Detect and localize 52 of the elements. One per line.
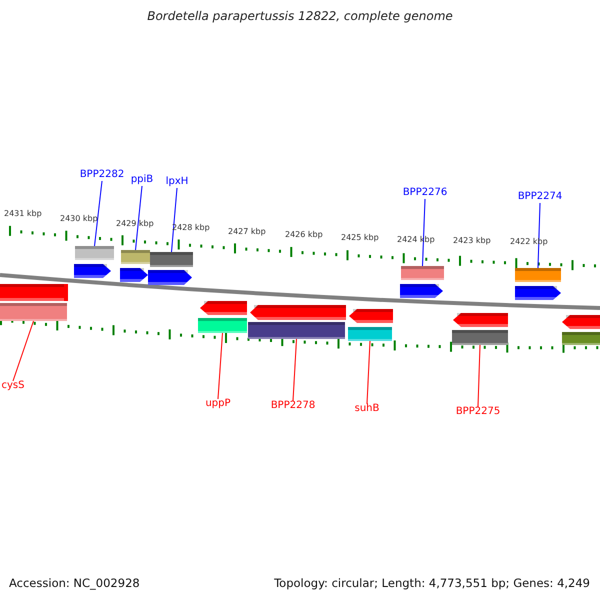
leader-line bbox=[171, 188, 178, 252]
leader-line bbox=[135, 186, 142, 250]
gene-label: cysS bbox=[2, 380, 24, 392]
leader-line bbox=[422, 198, 426, 266]
scale-label: 2426 kbp bbox=[285, 230, 323, 240]
gene-label: BPP2278 bbox=[270, 400, 316, 412]
scale-label: 2430 kbp bbox=[60, 214, 98, 224]
leader-line bbox=[478, 344, 480, 408]
gene-feature bbox=[148, 270, 192, 285]
gene-label: suhB bbox=[354, 403, 380, 415]
gene-label: lpxH bbox=[166, 176, 188, 188]
gene-feature bbox=[349, 309, 393, 323]
gene-feature bbox=[0, 284, 68, 301]
gene-feature bbox=[120, 268, 148, 282]
title: Bordetella parapertussis 12822, complete genome bbox=[146, 9, 454, 23]
gene-label: BPP2274 bbox=[518, 191, 562, 203]
leader-line bbox=[218, 332, 223, 400]
gene-bar bbox=[348, 327, 392, 341]
leader-line bbox=[94, 180, 102, 246]
gene-feature bbox=[562, 315, 600, 329]
scale-label: 2425 kbp bbox=[341, 233, 379, 243]
gene-label: BPP2282 bbox=[80, 169, 124, 181]
gene-feature bbox=[515, 286, 561, 300]
scale-label: 2431 kbp bbox=[4, 209, 42, 219]
leader-line bbox=[366, 340, 370, 404]
leader-line bbox=[538, 202, 540, 268]
gene-feature bbox=[200, 301, 247, 315]
gene-bar bbox=[562, 332, 600, 345]
gene-bar bbox=[452, 330, 508, 345]
leader-line bbox=[292, 338, 297, 402]
gene-label: BPP2275 bbox=[456, 406, 500, 418]
gene-feature bbox=[74, 264, 111, 278]
gene-bar bbox=[198, 318, 247, 333]
gene-feature bbox=[400, 284, 443, 298]
gene-feature bbox=[453, 313, 508, 327]
scale-label: 2429 kbp bbox=[116, 219, 154, 229]
gene-bar bbox=[0, 303, 67, 321]
gene-bar bbox=[248, 322, 345, 339]
gene-bar bbox=[121, 250, 150, 264]
gene-label: uppP bbox=[205, 398, 231, 410]
gene-label: ppiB bbox=[130, 174, 154, 186]
scale-label: 2423 kbp bbox=[453, 236, 491, 246]
footer-text: Topology: circular; Length: 4,773,551 bp; Genes: 4,249 bbox=[274, 576, 590, 590]
gene-bar bbox=[150, 252, 193, 267]
scale-label: 2427 kbp bbox=[228, 227, 266, 237]
footer-text: Accession: NC_002928 bbox=[9, 576, 140, 590]
gene-bar bbox=[75, 246, 114, 260]
gene-feature bbox=[250, 305, 346, 320]
gene-bar bbox=[515, 268, 561, 282]
leader-line bbox=[12, 320, 34, 382]
gene-bar bbox=[401, 266, 444, 280]
gene-label: BPP2276 bbox=[402, 187, 448, 199]
